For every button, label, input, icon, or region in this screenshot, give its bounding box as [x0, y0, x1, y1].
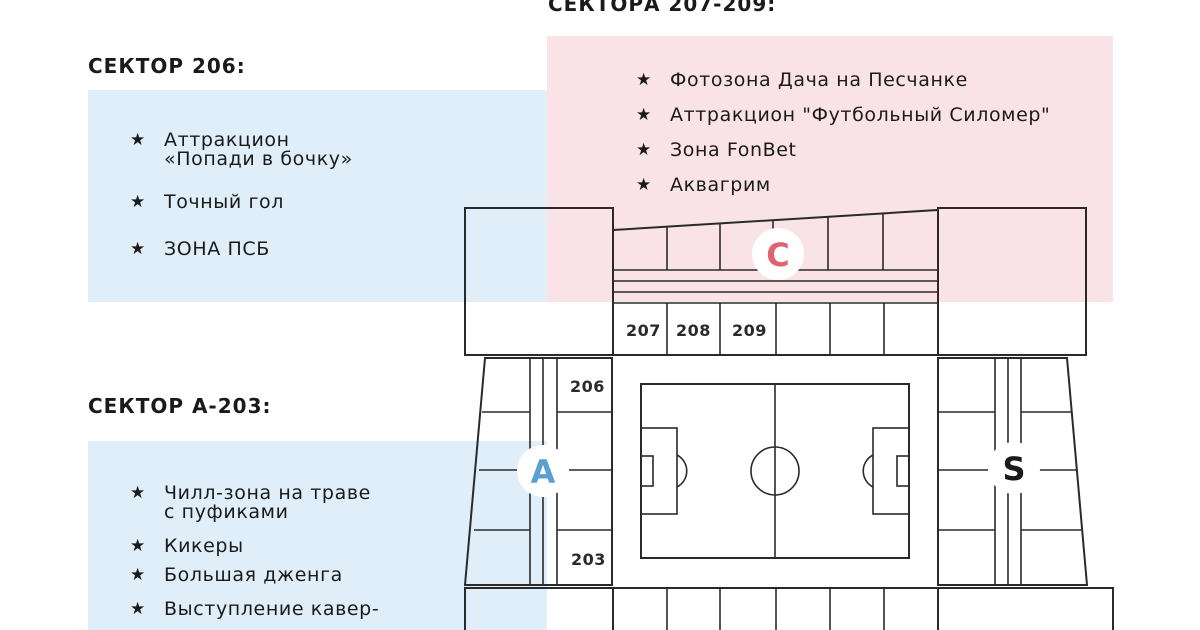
feature-item: ★Кикеры [130, 535, 244, 557]
zone-sector-a-203 [88, 441, 547, 630]
features-sectors-207-209: ★Фотозона Дача на Песчанке ★Аттракцион "… [636, 71, 1050, 195]
sector-label-208: 208 [676, 321, 711, 340]
stand-letter-s: S [1002, 450, 1025, 488]
feature-item: ★Выступление кавер- [130, 598, 380, 620]
star-icon: ★ [130, 536, 146, 556]
feature-item: ★Большая дженга [130, 564, 343, 586]
stand-letter-a: A [531, 453, 556, 491]
star-icon: ★ [130, 483, 146, 503]
heading-sector-a-203: СЕКТОР А-203: [88, 394, 272, 418]
star-icon: ★ [636, 140, 652, 160]
stand-badge-c: C [752, 228, 804, 280]
feature-item: ★Чилл-зона на траве с пуфиками [130, 482, 371, 523]
stand-letter-c: C [766, 236, 789, 274]
star-icon: ★ [130, 192, 146, 212]
sector-label-207: 207 [626, 321, 661, 340]
feature-item: ★Точный гол [130, 191, 285, 213]
heading-sectors-207-209: СЕКТОРА 207-209: [548, 0, 777, 16]
feature-item: ★Зона FonBet [636, 139, 797, 161]
feature-item: ★Аквагрим [636, 174, 771, 196]
sector-label-206: 206 [570, 377, 605, 396]
feature-item: ★Фотозона Дача на Песчанке [636, 69, 968, 91]
heading-sector-206: СЕКТОР 206: [88, 54, 246, 78]
sector-label-209: 209 [732, 321, 767, 340]
sector-label-203: 203 [571, 550, 606, 569]
stand-badge-a: A [517, 445, 569, 497]
stand-c [464, 207, 1087, 356]
star-icon: ★ [636, 105, 652, 125]
feature-item: ★Аттракцион «Попади в бочку» [130, 129, 353, 170]
stand-south [464, 587, 1114, 630]
star-icon: ★ [636, 70, 652, 90]
football-pitch [640, 383, 910, 559]
zone-sectors-207-209 [547, 36, 1113, 302]
star-icon: ★ [130, 239, 146, 259]
stand-badge-s: S [988, 442, 1040, 494]
features-sector-a-203: ★Чилл-зона на траве с пуфиками ★Кикеры ★… [130, 484, 379, 619]
star-icon: ★ [130, 565, 146, 585]
features-sector-206: ★Аттракцион «Попади в бочку» ★Точный гол… [130, 131, 353, 259]
feature-item: ★Аттракцион "Футбольный Силомер" [636, 104, 1051, 126]
star-icon: ★ [130, 130, 146, 150]
star-icon: ★ [130, 599, 146, 619]
feature-item: ★ЗОНА ПСБ [130, 238, 270, 260]
zone-sector-206 [88, 90, 547, 302]
star-icon: ★ [636, 175, 652, 195]
